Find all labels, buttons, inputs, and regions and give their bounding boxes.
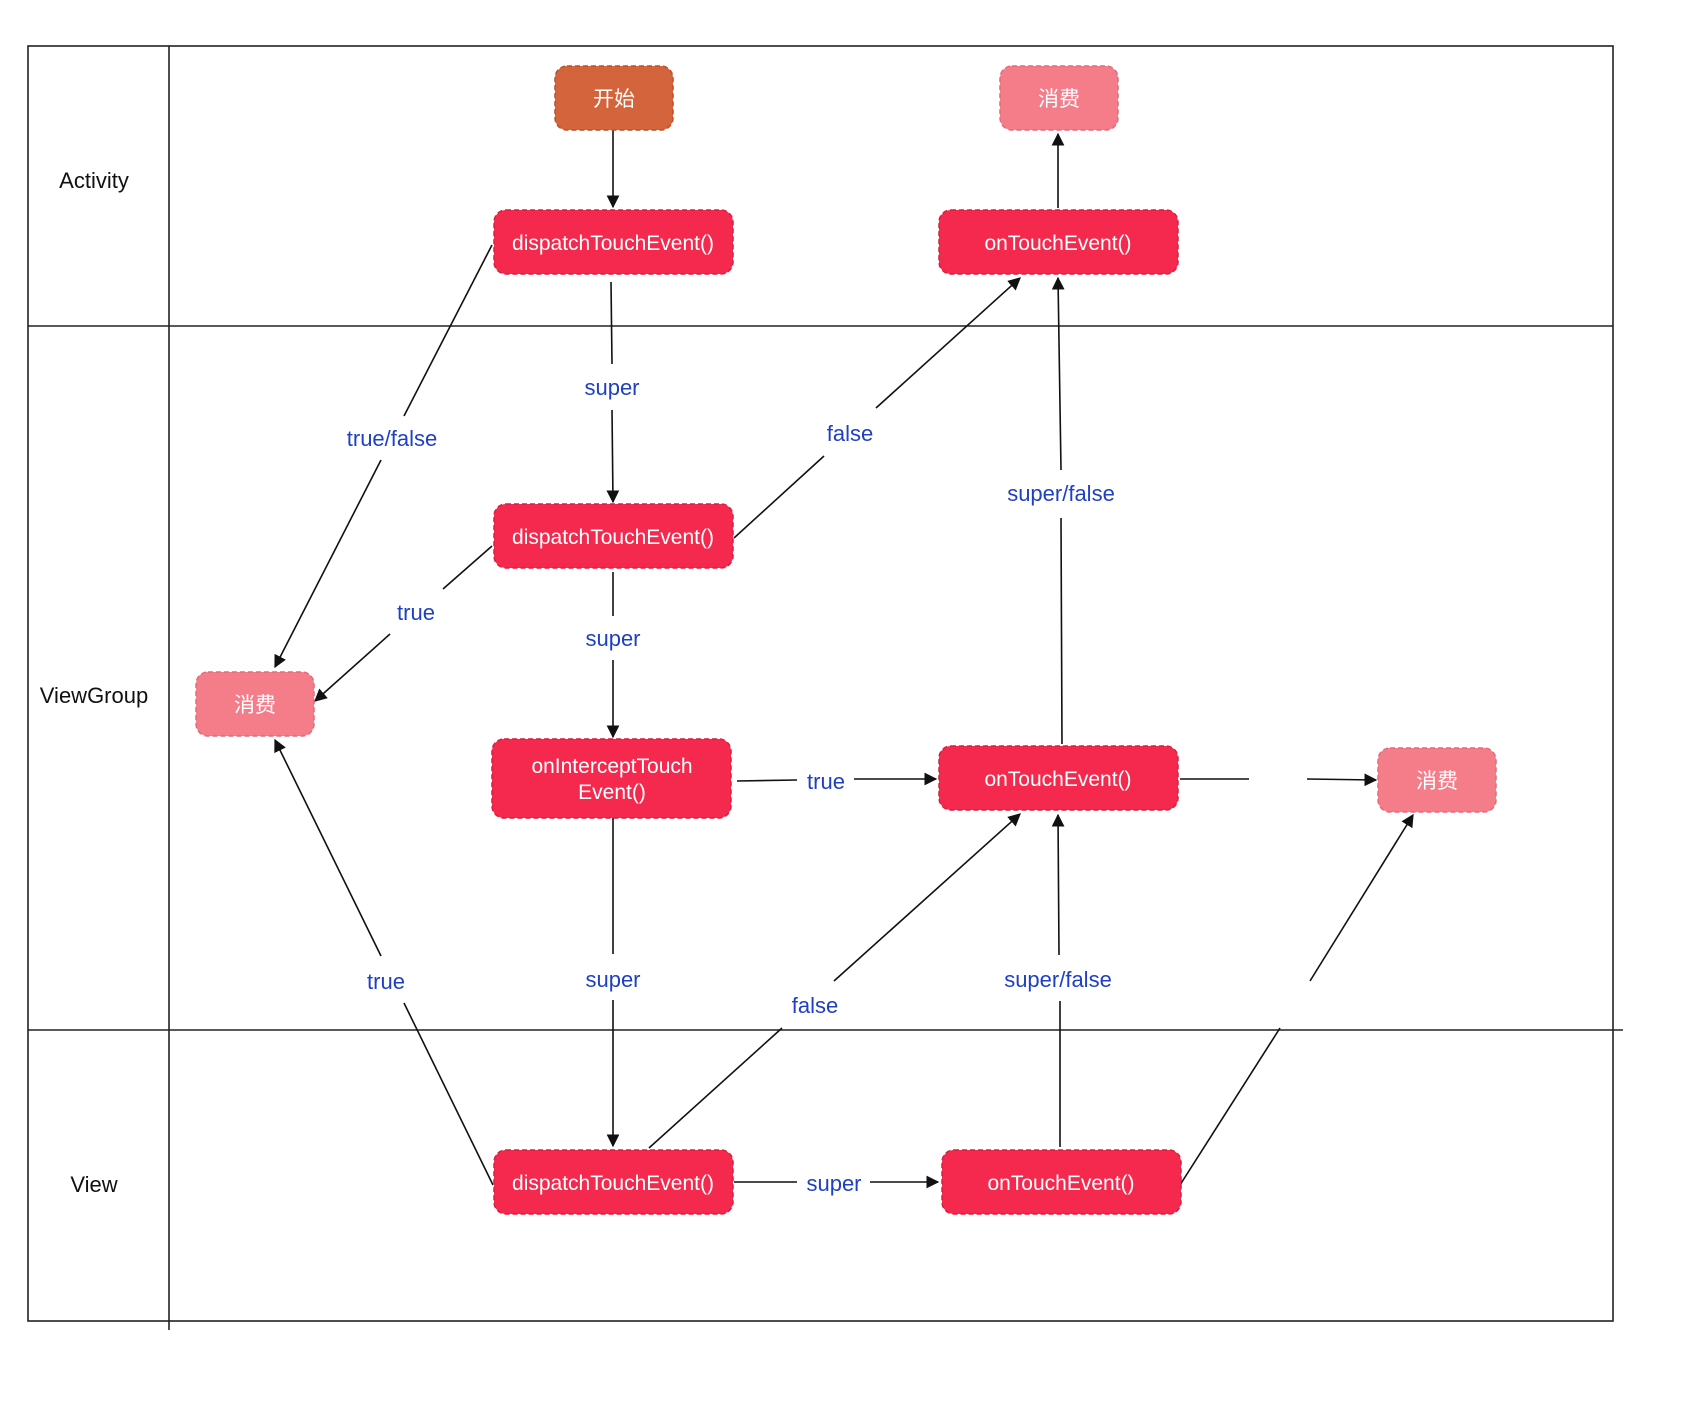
view-dispatch-node: dispatchTouchEvent()	[493, 1149, 734, 1215]
start-node: 开始	[554, 65, 674, 131]
start-node-label: 开始	[593, 88, 635, 111]
edge-label-super: super	[806, 1171, 861, 1196]
edge-view-dispatch-to-vg-ontouch	[648, 1027, 783, 1149]
edge-label-super-false: super/false	[1004, 967, 1112, 992]
edge-label-super: super	[585, 626, 640, 651]
edge-act-dispatch-to-vg-dispatch-b	[606, 409, 620, 504]
consume-node-activity: 消费	[999, 65, 1119, 131]
lane-label-view: View	[70, 1172, 117, 1197]
edge-vg-ontouch-to-act-ontouch-b	[1051, 276, 1065, 471]
edge-act-dispatch-to-consume-left-b	[274, 459, 382, 669]
edge-intercept-to-vg-ontouch	[736, 779, 798, 782]
edge-view-ontouch-to-consume-right	[1179, 1027, 1281, 1186]
edge-label-super: super	[585, 967, 640, 992]
edge-view-dispatch-to-consume-left-b	[274, 738, 382, 957]
intercept-label-line1: onInterceptTouch	[531, 755, 692, 778]
edge-label-true-false: true/false	[347, 426, 438, 451]
nodes: 开始 消费 dispatchTouchEvent() onTouchEvent(…	[195, 65, 1497, 1215]
edge-labels: super true/false false super/false true …	[347, 375, 1115, 1196]
lane-label-viewgroup: ViewGroup	[40, 683, 148, 708]
edge-vg-dispatch-to-act-ontouch-b	[875, 277, 1021, 409]
activity-ontouch-node: onTouchEvent()	[938, 209, 1179, 275]
edge-label-false: false	[827, 421, 873, 446]
edge-vg-dispatch-to-act-ontouch	[733, 455, 825, 539]
edge-vg-dispatch-to-consume-left	[442, 545, 493, 590]
consume-node-left-label: 消费	[234, 694, 276, 717]
consume-node-right: 消费	[1377, 747, 1497, 813]
swimlane-frame	[27, 45, 1623, 1330]
activity-dispatch-label: dispatchTouchEvent()	[512, 232, 714, 255]
edge-label-true: true	[397, 600, 435, 625]
activity-ontouch-label: onTouchEvent()	[984, 232, 1131, 255]
viewgroup-ontouch-label: onTouchEvent()	[984, 768, 1131, 791]
view-dispatch-label: dispatchTouchEvent()	[512, 1172, 714, 1195]
edge-label-super: super	[584, 375, 639, 400]
view-ontouch-label: onTouchEvent()	[987, 1172, 1134, 1195]
consume-node-activity-label: 消费	[1038, 88, 1080, 111]
consume-node-left: 消费	[195, 671, 315, 737]
view-ontouch-node: onTouchEvent()	[941, 1149, 1182, 1215]
viewgroup-dispatch-label: dispatchTouchEvent()	[512, 526, 714, 549]
edge-vg-dispatch-to-consume-left-b	[314, 633, 391, 702]
intercept-label-line2: Event()	[578, 781, 646, 804]
edge-vg-ontouch-to-consume-right-b	[1306, 773, 1378, 787]
edge-act-dispatch-to-consume-left	[403, 244, 493, 417]
consume-node-right-label: 消费	[1416, 770, 1458, 793]
edge-vg-ontouch-to-act-ontouch	[1060, 517, 1063, 745]
activity-dispatch-node: dispatchTouchEvent()	[493, 209, 734, 275]
edges	[274, 130, 1414, 1189]
lane-label-activity: Activity	[59, 168, 129, 193]
edge-label-super-false: super/false	[1007, 481, 1115, 506]
edge-view-ontouch-to-consume-right-b	[1309, 813, 1414, 982]
edge-view-ontouch-to-vg-ontouch-b	[1051, 813, 1065, 956]
edge-act-dispatch-to-vg-dispatch	[610, 281, 613, 365]
edge-label-true: true	[807, 769, 845, 794]
edge-view-dispatch-to-consume-left	[403, 1002, 494, 1186]
intercept-node: onInterceptTouch Event()	[491, 738, 732, 819]
edge-label-false: false	[792, 993, 838, 1018]
edge-view-dispatch-to-vg-ontouch-b	[833, 813, 1021, 982]
viewgroup-ontouch-node: onTouchEvent()	[938, 745, 1179, 811]
viewgroup-dispatch-node: dispatchTouchEvent()	[493, 503, 734, 569]
edge-label-true: true	[367, 969, 405, 994]
